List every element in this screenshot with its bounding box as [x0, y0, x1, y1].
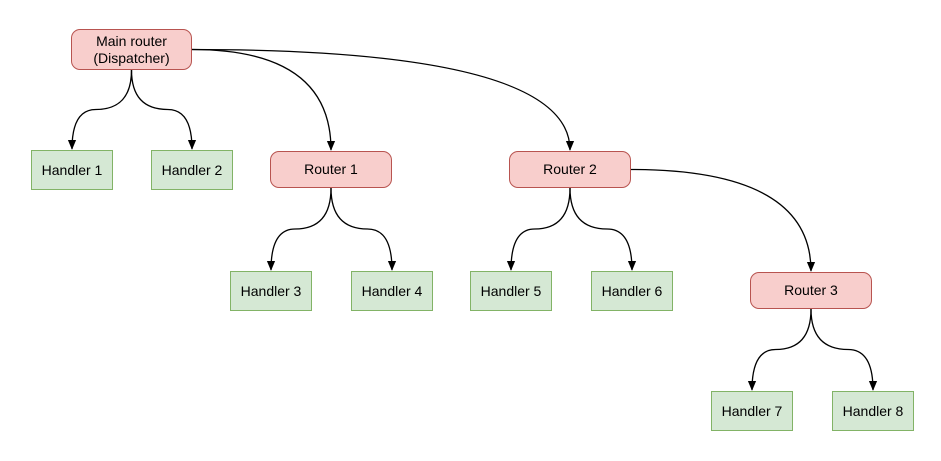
node-label-h4: Handler 4: [361, 282, 423, 299]
node-label-h8: Handler 8: [842, 402, 904, 419]
edge-main-r1: [191, 48, 336, 151]
node-label-h5: Handler 5: [480, 282, 542, 299]
node-h7[interactable]: Handler 7: [711, 391, 793, 431]
node-label-h6: Handler 6: [601, 282, 663, 299]
node-h2[interactable]: Handler 2: [151, 150, 233, 190]
edge-main-r2: [191, 48, 575, 151]
edge-main-h2: [130, 69, 197, 150]
node-h5[interactable]: Handler 5: [470, 271, 552, 311]
node-label-h7: Handler 7: [721, 402, 783, 419]
node-r1[interactable]: Router 1: [270, 151, 392, 188]
node-label-h3: Handler 3: [240, 282, 302, 299]
node-label-r2: Router 2: [543, 161, 597, 178]
node-r3[interactable]: Router 3: [750, 272, 872, 309]
node-h4[interactable]: Handler 4: [351, 271, 433, 311]
node-h6[interactable]: Handler 6: [591, 271, 673, 311]
edge-r1-h3: [266, 187, 332, 271]
node-label-r3: Router 3: [784, 282, 838, 299]
edge-r3-h7: [747, 308, 812, 391]
node-label-h2: Handler 2: [161, 161, 223, 178]
edge-r2-r3: [630, 168, 816, 272]
edge-r3-h8: [810, 308, 878, 391]
node-label-r1: Router 1: [304, 161, 358, 178]
node-h1[interactable]: Handler 1: [31, 150, 113, 190]
edge-r1-h4: [330, 187, 397, 271]
node-main[interactable]: Main router (Dispatcher): [71, 29, 192, 70]
node-label-h1: Handler 1: [41, 161, 103, 178]
edge-main-h1: [67, 69, 133, 150]
edge-r2-h6: [569, 187, 637, 271]
edge-r2-h5: [506, 187, 571, 271]
node-label-main: Main router (Dispatcher): [93, 32, 170, 66]
node-r2[interactable]: Router 2: [509, 151, 631, 188]
node-h3[interactable]: Handler 3: [230, 271, 312, 311]
node-h8[interactable]: Handler 8: [832, 391, 914, 431]
